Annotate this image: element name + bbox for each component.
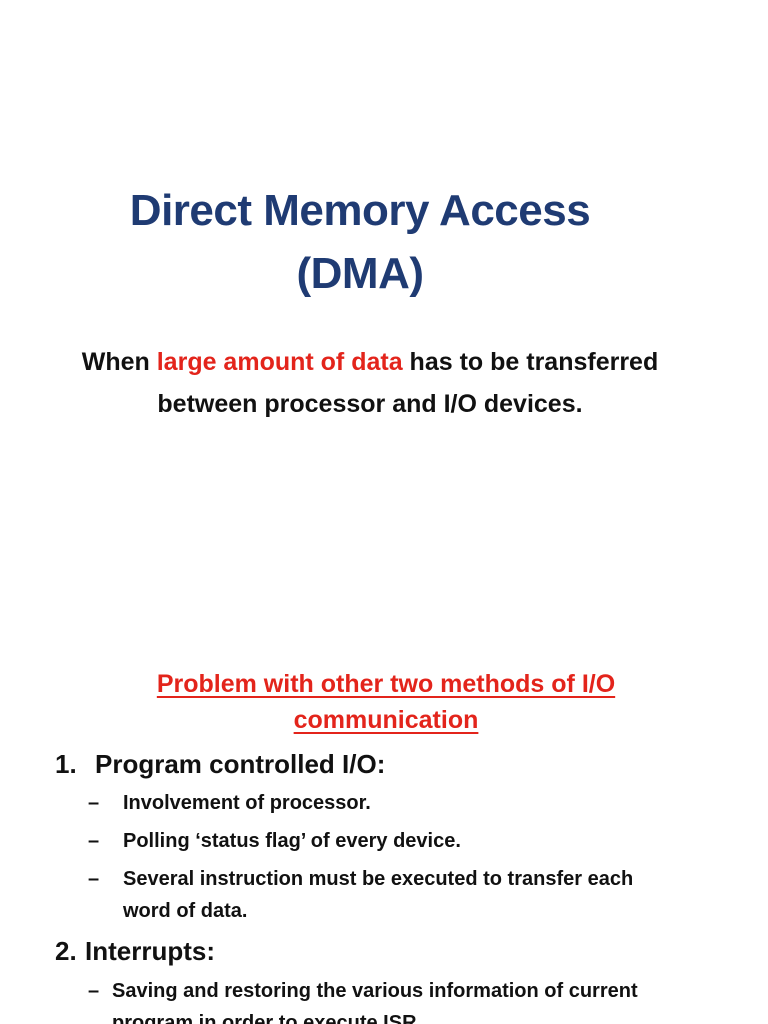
sub-item-text-continued: program in order to execute ISR.: [112, 1012, 423, 1024]
item-label: Program controlled I/O:: [95, 749, 386, 779]
sub-item-text: Saving and restoring the various informa…: [112, 980, 638, 1002]
item-label: Interrupts:: [85, 936, 215, 966]
dash-bullet: –: [88, 980, 100, 1002]
item-number: 2.: [55, 936, 77, 966]
dash-bullet: –: [88, 868, 100, 890]
sub-item-text-continued: word of data.: [123, 900, 248, 922]
intro-line2: between processor and I/O devices.: [157, 390, 583, 418]
list-item-interrupts: 2. Interrupts:: [55, 933, 215, 969]
intro-highlight: large amount of data: [156, 348, 403, 376]
intro-line1: When large amount of data has to be tran…: [0, 344, 754, 380]
sub-item-text: Involvement of processor.: [123, 792, 371, 814]
item-number: 1.: [55, 749, 77, 779]
sub-item-text: Polling ‘status flag’ of every device.: [123, 830, 461, 852]
problem-heading-line1: Problem with other two methods of I/O: [156, 670, 616, 698]
problem-heading-line2: communication: [293, 706, 479, 734]
sub-item: – Involvement of processor.: [88, 787, 748, 819]
sub-item-text: Several instruction must be executed to …: [123, 868, 634, 890]
sub-item: – Several instruction must be executed t…: [88, 863, 748, 927]
sub-item: – Saving and restoring the various infor…: [88, 975, 768, 1024]
slide-title-line1: Direct Memory Access: [129, 186, 591, 235]
slide-title-line2: (DMA): [296, 249, 424, 298]
intro-suffix: has to be transferred: [402, 348, 659, 376]
intro-prefix: When: [81, 348, 157, 376]
list-item-program-controlled: 1. Program controlled I/O:: [55, 746, 385, 782]
dash-bullet: –: [88, 792, 100, 814]
dash-bullet: –: [88, 830, 100, 852]
sub-item: – Polling ‘status flag’ of every device.: [88, 825, 748, 857]
